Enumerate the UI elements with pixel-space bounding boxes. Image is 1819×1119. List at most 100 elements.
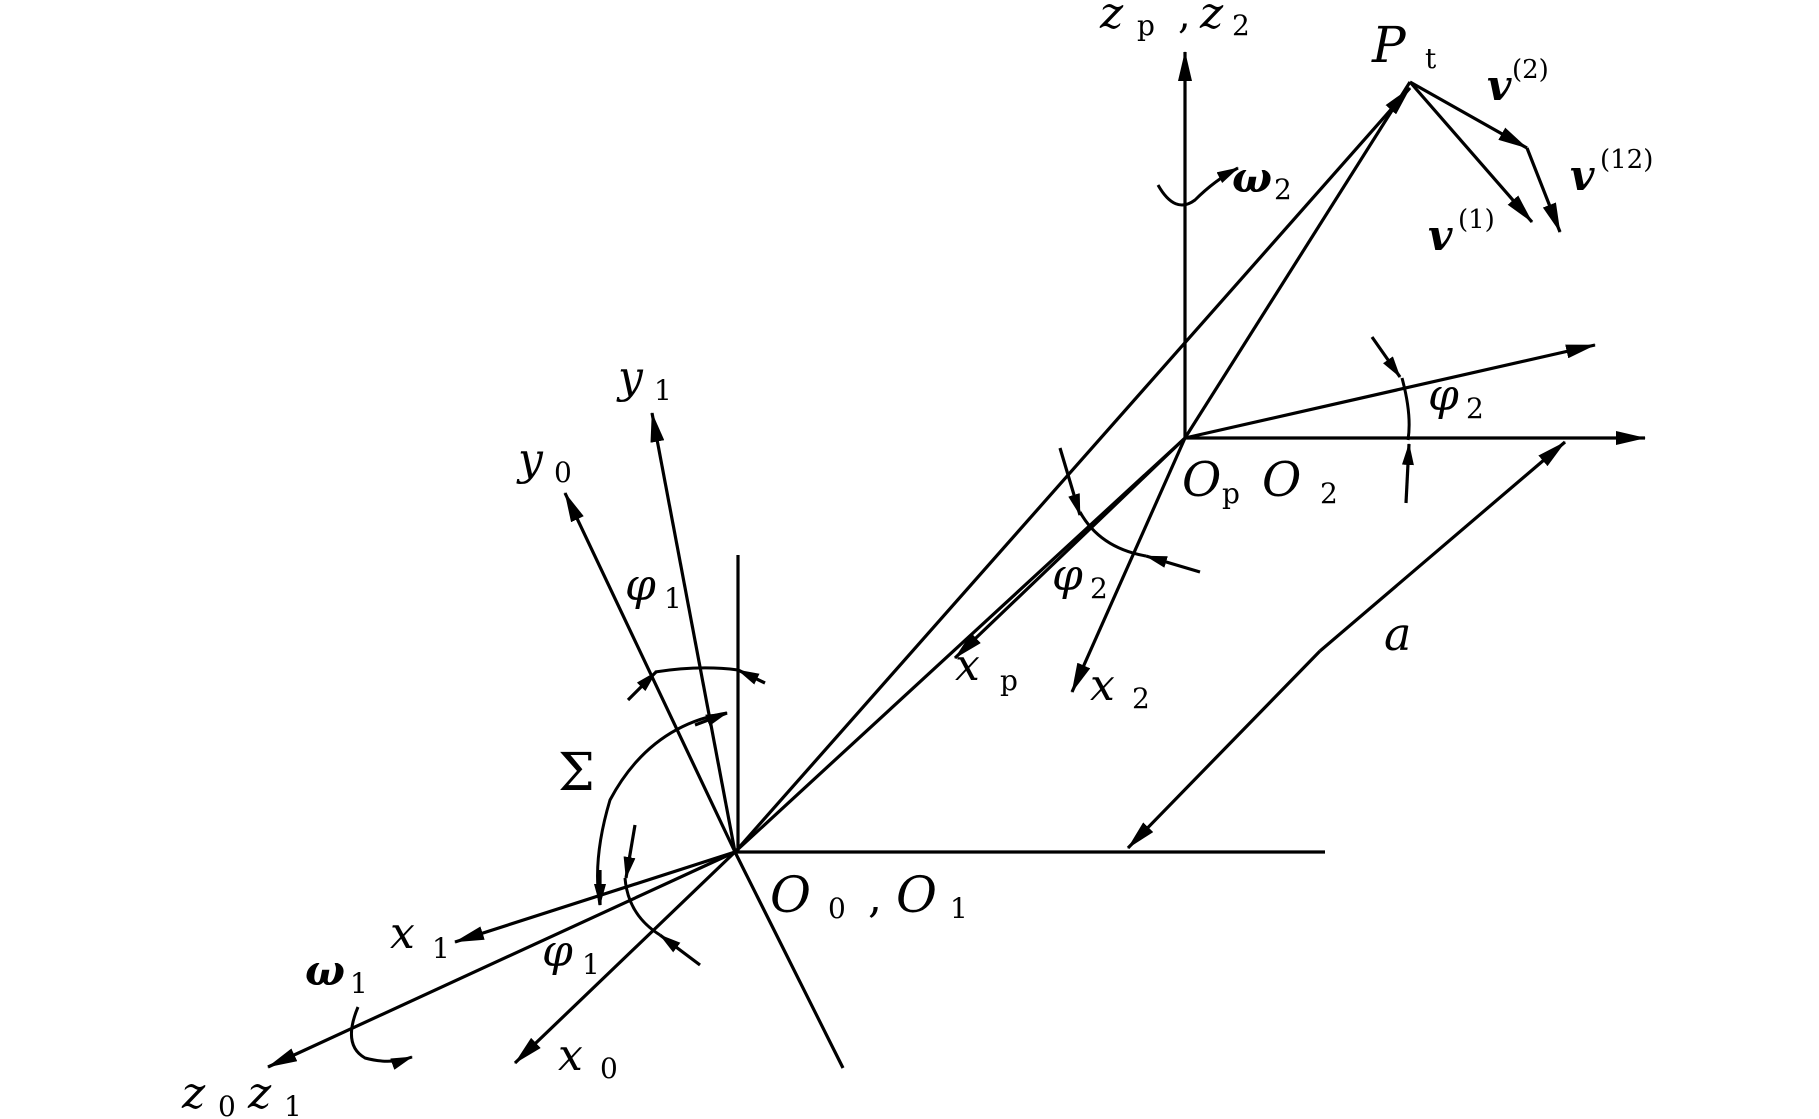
svg-text:2: 2	[1232, 9, 1250, 42]
center-distance-a-back	[1126, 649, 1322, 850]
rotated-axis-o2	[1184, 343, 1596, 440]
svg-text:p: p	[1222, 477, 1240, 510]
svg-text:ω: ω	[1232, 153, 1272, 202]
label-sigma: Σ	[558, 743, 595, 803]
pt-vector-from-o2	[1183, 81, 1412, 439]
label-v1: v (1)	[1428, 205, 1495, 260]
phi2-tick-b	[1145, 554, 1201, 574]
phi2-tick-lower	[1401, 443, 1414, 504]
label-op-o2: O p O 2	[1182, 452, 1338, 510]
label-pt: P t	[1371, 16, 1437, 75]
label-x2: x 2	[1090, 660, 1150, 715]
phi1-lower-tick-a	[623, 824, 637, 879]
phi1-lower-tick-b	[659, 933, 701, 967]
phi2-angle-arc-right	[1400, 377, 1411, 441]
phi1-angle-arc-upper	[654, 666, 739, 674]
svg-text:z: z	[247, 1068, 272, 1119]
label-omega1: ω 1	[305, 946, 368, 1000]
label-y0: y 0	[516, 434, 572, 489]
omega2-rotation-arrow	[1156, 166, 1239, 207]
v1-vector	[1408, 80, 1534, 224]
svg-text:,: ,	[1178, 0, 1191, 38]
label-x0: x 0	[558, 1030, 618, 1085]
svg-text:v: v	[1570, 151, 1595, 200]
label-phi1-upper: φ 1	[625, 560, 682, 615]
svg-text:0: 0	[554, 456, 572, 489]
svg-text:Σ: Σ	[558, 743, 595, 803]
svg-text:t: t	[1425, 42, 1437, 75]
svg-text:O: O	[770, 866, 811, 924]
svg-text:z: z	[181, 1068, 206, 1119]
z0-z1-axis	[267, 850, 736, 1069]
phi2-tick-a	[1058, 447, 1082, 516]
svg-text:p: p	[1000, 664, 1018, 697]
svg-text:2: 2	[1466, 392, 1484, 425]
label-phi1-lower: φ 1	[542, 926, 600, 981]
svg-text:2: 2	[1320, 477, 1338, 510]
svg-text:v: v	[1428, 211, 1453, 260]
svg-text:0: 0	[600, 1052, 618, 1085]
label-z0-z1: z 0 z 1	[181, 1068, 302, 1119]
svg-text:P: P	[1371, 16, 1407, 74]
v2-vector	[1409, 80, 1528, 150]
svg-text:ω: ω	[305, 946, 345, 995]
svg-text:z: z	[1099, 0, 1124, 39]
svg-text:O: O	[896, 866, 937, 924]
phi1-tick-b	[626, 670, 658, 702]
svg-text:y: y	[516, 434, 544, 485]
svg-text:(1): (1)	[1458, 205, 1495, 235]
svg-text:x: x	[390, 908, 415, 959]
x2-axis	[1070, 437, 1187, 693]
label-v2: v (2)	[1487, 55, 1549, 110]
svg-text:φ: φ	[1052, 550, 1083, 601]
svg-text:φ: φ	[542, 926, 573, 977]
y1-axis	[650, 412, 737, 853]
sigma-angle-arc	[596, 711, 728, 906]
svg-text:2: 2	[1090, 572, 1108, 605]
svg-text:p: p	[1137, 9, 1155, 42]
svg-text:a: a	[1384, 607, 1411, 661]
label-zp-z2: z p , z 2	[1099, 0, 1250, 42]
svg-text:x: x	[955, 640, 980, 691]
label-a: a	[1384, 607, 1411, 661]
svg-text:0: 0	[828, 892, 846, 925]
label-x1: x 1	[390, 908, 450, 965]
label-o0-o1: O 0 , O 1	[770, 866, 968, 925]
svg-text:0: 0	[218, 1090, 236, 1119]
label-y1: y 1	[616, 352, 672, 407]
svg-text:O: O	[1262, 452, 1301, 508]
svg-text:φ: φ	[1428, 370, 1459, 421]
svg-text:1: 1	[432, 932, 450, 965]
svg-text:O: O	[1182, 452, 1221, 508]
y0-axis-extension	[733, 851, 845, 1069]
svg-text:(12): (12)	[1600, 145, 1653, 175]
v12-vector	[1525, 147, 1562, 233]
svg-text:1: 1	[664, 582, 682, 615]
center-distance-a	[1318, 440, 1567, 653]
phi2-angle-arc-lower	[1078, 511, 1147, 558]
phi2-tick-upper	[1370, 336, 1402, 378]
svg-text:φ: φ	[625, 560, 656, 611]
label-phi2-right: φ 2	[1428, 370, 1484, 425]
label-xp: x p	[955, 640, 1018, 697]
phi1-angle-arc-lower	[623, 877, 661, 937]
svg-text:y: y	[616, 352, 644, 403]
svg-text:1: 1	[582, 948, 600, 981]
svg-text:2: 2	[1274, 173, 1292, 206]
x0-axis	[513, 850, 737, 1065]
o0-o2-line	[733, 436, 1187, 854]
phi1-tick	[737, 668, 766, 685]
svg-text:x: x	[558, 1030, 583, 1081]
svg-text:1: 1	[950, 892, 968, 925]
label-v12: v (12)	[1570, 145, 1653, 200]
o0-pt-vector	[733, 86, 1412, 854]
label-omega2: ω 2	[1232, 153, 1292, 206]
omega1-rotation-arrow	[349, 1006, 413, 1070]
svg-text:2: 2	[1132, 682, 1150, 715]
svg-text:1: 1	[654, 374, 672, 407]
svg-text:(2): (2)	[1512, 55, 1549, 85]
svg-text:z: z	[1199, 0, 1224, 39]
svg-text:x: x	[1090, 660, 1115, 711]
svg-text:1: 1	[350, 967, 368, 1000]
